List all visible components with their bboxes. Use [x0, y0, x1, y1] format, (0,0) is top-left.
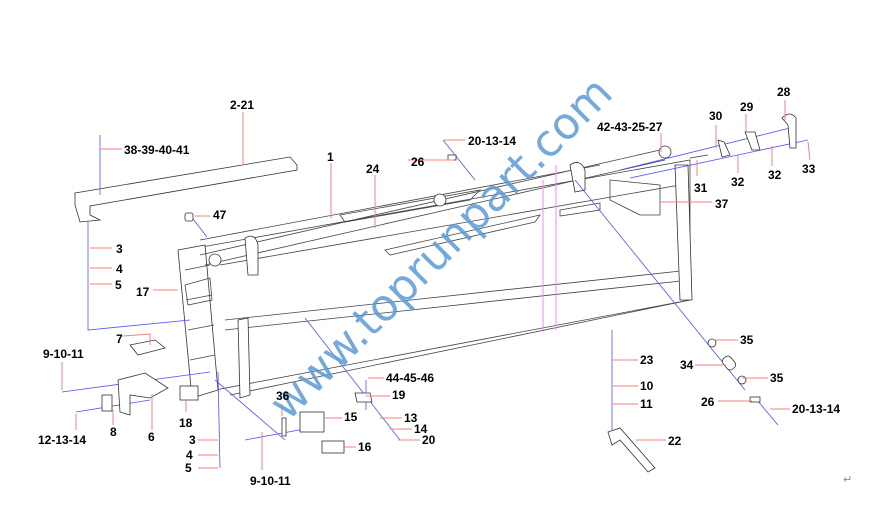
end-frame-left	[177, 244, 251, 399]
label-3: 3	[189, 433, 196, 447]
label-20-13-14: 20-13-14	[468, 134, 516, 148]
label-26: 26	[411, 155, 425, 169]
label-32: 32	[731, 175, 745, 189]
label-36: 36	[276, 389, 290, 403]
label-38-39-40-41: 38-39-40-41	[124, 143, 190, 157]
label-4: 4	[186, 448, 193, 462]
label-4: 4	[116, 262, 123, 276]
leader-lines	[61, 100, 811, 470]
label-34: 34	[680, 358, 694, 372]
explode-lines	[61, 127, 809, 469]
small-parts	[101, 113, 797, 473]
label-12-13-14: 12-13-14	[38, 433, 86, 447]
end-frame-right	[609, 164, 693, 301]
label-10: 10	[640, 379, 654, 393]
paragraph-mark: ↵	[843, 473, 852, 486]
label-42-43-25-27: 42-43-25-27	[597, 120, 663, 134]
label-20: 20	[422, 433, 436, 447]
label-33: 33	[802, 162, 816, 176]
label-26: 26	[701, 395, 715, 409]
label-5: 5	[185, 461, 192, 475]
label-18: 18	[179, 416, 193, 430]
label-29: 29	[740, 100, 754, 114]
label-9-10-11: 9-10-11	[250, 474, 291, 488]
label-13: 13	[404, 411, 418, 425]
label-3: 3	[116, 242, 123, 256]
label-7: 7	[116, 332, 123, 346]
label-2-21: 2-21	[230, 98, 254, 112]
top-rail	[74, 156, 298, 223]
label-17: 17	[136, 285, 150, 299]
label-9-10-11: 9-10-11	[43, 347, 84, 361]
label-6: 6	[148, 430, 155, 444]
label-8: 8	[110, 425, 117, 439]
label-20-13-14: 20-13-14	[792, 402, 840, 416]
label-44-45-46: 44-45-46	[386, 371, 434, 385]
label-11: 11	[640, 397, 653, 411]
label-14: 14	[414, 422, 428, 436]
label-23: 23	[640, 353, 654, 367]
label-24: 24	[366, 162, 380, 176]
label-15: 15	[344, 410, 358, 424]
label-31: 31	[694, 181, 708, 195]
label-22: 22	[668, 434, 682, 448]
label-37: 37	[715, 197, 729, 211]
label-28: 28	[777, 85, 791, 99]
label-35: 35	[740, 333, 754, 347]
label-30: 30	[709, 109, 723, 123]
label-19: 19	[392, 388, 406, 402]
label-47: 47	[213, 208, 227, 222]
label-1: 1	[327, 150, 334, 164]
label-35: 35	[770, 371, 784, 385]
cylinder	[199, 145, 672, 276]
label-5: 5	[115, 278, 122, 292]
label-16: 16	[358, 440, 372, 454]
label-32: 32	[768, 168, 782, 182]
